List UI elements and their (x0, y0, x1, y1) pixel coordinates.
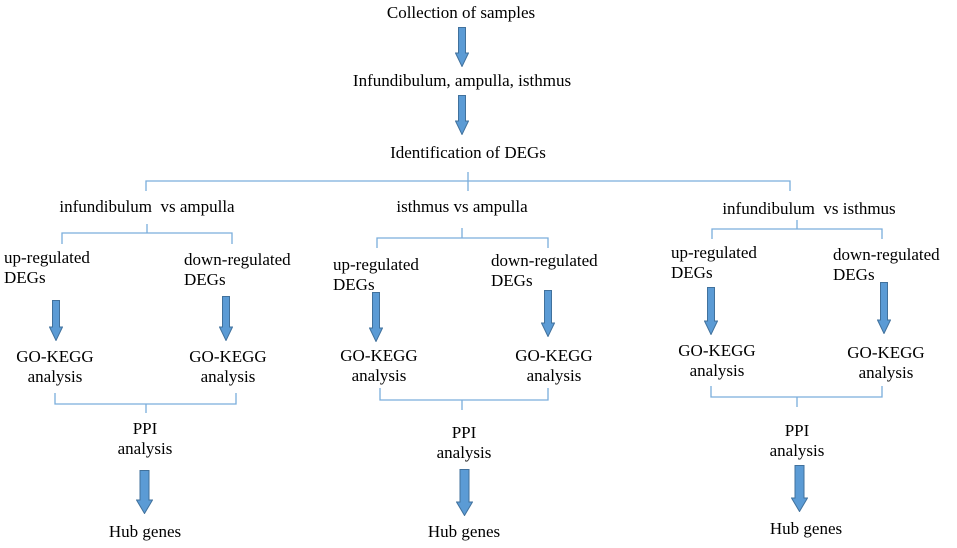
branch3-merge-bracket (710, 386, 883, 407)
branch2-up-analysis-line1: GO-KEGG (340, 346, 418, 365)
tissues-label: Infundibulum, ampulla, isthmus (352, 71, 572, 90)
branch3-up-label: up-regulated DEGs (671, 243, 757, 283)
branch1-up-analysis-line2: analysis (27, 367, 83, 386)
branch3-up-analysis-line1: GO-KEGG (678, 341, 756, 360)
branch1-down-label: down-regulated DEGs (184, 250, 291, 290)
branch2-up-analysis-line2: analysis (351, 366, 407, 385)
branch3-up-line2: DEGs (671, 263, 713, 282)
branch3-up-line1: up-regulated (671, 243, 757, 262)
branch2-comparison: isthmus vs ampulla (396, 197, 528, 216)
top-bracket (145, 172, 791, 191)
branch2-ppi: PPI analysis (437, 423, 492, 463)
branch2-down-analysis: GO-KEGG analysis (515, 346, 592, 386)
branch3-down-label: down-regulated DEGs (833, 245, 940, 285)
branch1-up-line2: DEGs (4, 268, 46, 287)
branch2-up-label: up-regulated DEGs (333, 255, 419, 295)
branch3-down-line1: down-regulated (833, 245, 940, 264)
branch1-up-analysis: GO-KEGG analysis (16, 347, 93, 387)
branch3-down-analysis-line2: analysis (858, 363, 914, 382)
branch2-down-label: down-regulated DEGs (491, 251, 598, 291)
down-arrow-icon (791, 465, 808, 512)
branch1-down-line1: down-regulated (184, 250, 291, 269)
branch1-down-analysis: GO-KEGG analysis (189, 347, 266, 387)
down-arrow-icon (455, 27, 469, 67)
down-arrow-icon (49, 300, 63, 341)
branch1-up-analysis-line1: GO-KEGG (16, 347, 94, 366)
down-arrow-icon (541, 290, 555, 337)
branch2-down-line2: DEGs (491, 271, 533, 290)
branch3-ppi-line1: PPI (784, 421, 810, 440)
branch2-merge-bracket (379, 388, 549, 410)
branch2-ppi-line2: analysis (436, 443, 492, 462)
branch2-up-line1: up-regulated (333, 255, 419, 274)
branch3-split-bracket (711, 220, 883, 239)
branch1-ppi-line2: analysis (117, 439, 173, 458)
branch1-comparison: infundibulum vs ampulla (59, 197, 235, 216)
branch3-ppi-line2: analysis (769, 441, 825, 460)
down-arrow-icon (877, 282, 891, 334)
down-arrow-icon (219, 296, 233, 341)
branch1-down-line2: DEGs (184, 270, 226, 289)
branch1-hub-genes: Hub genes (108, 522, 182, 541)
down-arrow-icon (369, 292, 383, 342)
branch2-split-bracket (376, 228, 549, 248)
down-arrow-icon (455, 95, 469, 135)
branch1-up-label: up-regulated DEGs (4, 248, 90, 288)
branch3-down-analysis-line1: GO-KEGG (847, 343, 925, 362)
branch3-ppi: PPI analysis (770, 421, 825, 461)
branch1-ppi: PPI analysis (118, 419, 173, 459)
branch2-down-analysis-line2: analysis (526, 366, 582, 385)
branch1-split-bracket (61, 224, 233, 244)
branch1-merge-bracket (54, 393, 237, 413)
branch2-up-analysis: GO-KEGG analysis (340, 346, 417, 386)
branch3-down-line2: DEGs (833, 265, 875, 284)
branch2-hub-genes: Hub genes (427, 522, 501, 541)
branch3-down-analysis: GO-KEGG analysis (847, 343, 924, 383)
branch2-down-analysis-line1: GO-KEGG (515, 346, 593, 365)
branch3-comparison: infundibulum vs isthmus (722, 199, 896, 218)
branch1-down-analysis-line1: GO-KEGG (189, 347, 267, 366)
branch3-up-analysis-line2: analysis (689, 361, 745, 380)
identification-label: Identification of DEGs (390, 143, 546, 162)
down-arrow-icon (704, 287, 718, 335)
branch3-up-analysis: GO-KEGG analysis (678, 341, 755, 381)
down-arrow-icon (136, 470, 153, 514)
collection-label: Collection of samples (386, 3, 536, 22)
branch1-ppi-line1: PPI (132, 419, 158, 438)
down-arrow-icon (456, 469, 473, 516)
branch2-ppi-line1: PPI (451, 423, 477, 442)
branch3-hub-genes: Hub genes (769, 519, 843, 538)
branch2-up-line2: DEGs (333, 275, 375, 294)
branch2-down-line1: down-regulated (491, 251, 598, 270)
branch1-up-line1: up-regulated (4, 248, 90, 267)
branch1-down-analysis-line2: analysis (200, 367, 256, 386)
